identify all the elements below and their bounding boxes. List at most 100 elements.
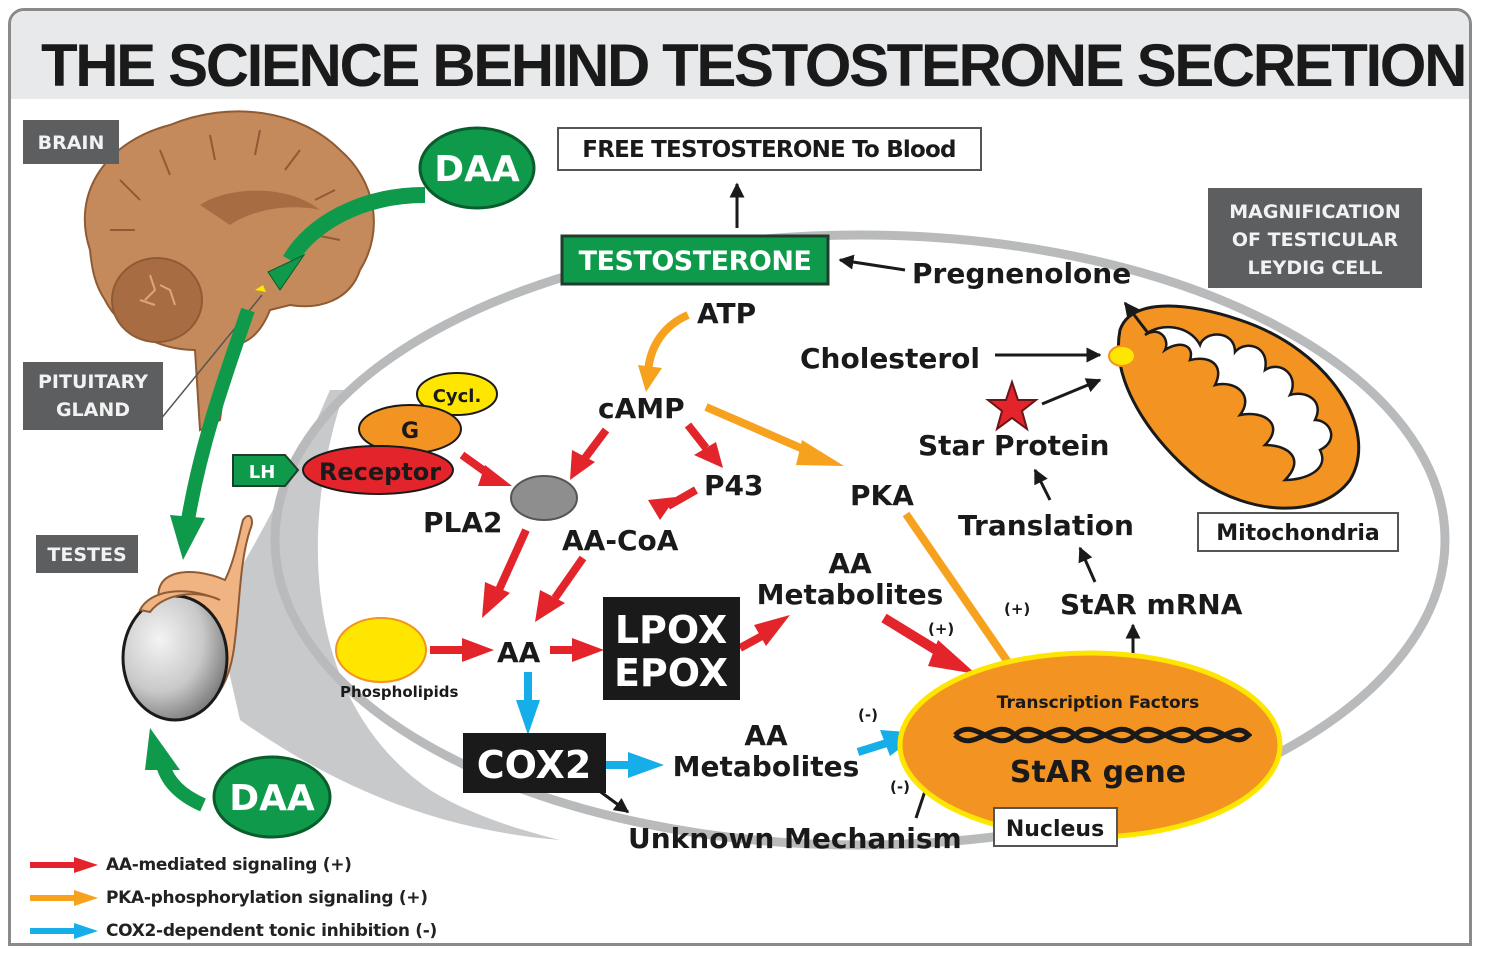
- svg-text:LPOX: LPOX: [615, 608, 727, 652]
- unknown-sign: (-): [890, 778, 910, 796]
- leydig-cell-membrane: [270, 230, 1450, 850]
- aa-metabolites-lower: AA Metabolites: [673, 719, 860, 783]
- legend-label: PKA-phosphorylation signaling (+): [106, 887, 428, 908]
- mitochondria-label-box: Mitochondria: [1197, 512, 1399, 552]
- pituitary-gland-tag: PITUITARY GLAND: [23, 362, 163, 430]
- magnification-cone: [215, 390, 560, 840]
- svg-text:COX2: COX2: [477, 743, 592, 787]
- daa-arrowhead-top: [267, 253, 306, 291]
- testes-illustration: [121, 514, 253, 722]
- svg-text:EPOX: EPOX: [614, 651, 728, 695]
- legend-label: COX2-dependent tonic inhibition (-): [106, 920, 437, 941]
- pituitary-to-testes-arrow: [181, 307, 255, 522]
- page-title: THE SCIENCE BEHIND TESTOSTERONE SECRETIO…: [41, 32, 1467, 99]
- pka-label: PKA: [850, 479, 914, 512]
- nucleus: Transcription Factors StAR gene: [897, 650, 1283, 840]
- mrna-to-translation-arrow: [1078, 546, 1097, 583]
- aa-label: AA: [497, 636, 541, 669]
- cholesterol-label: Cholesterol: [800, 342, 980, 375]
- metabolites-sign-plus: (+): [928, 620, 954, 638]
- testes-arrowhead: [170, 515, 205, 560]
- svg-text:MAGNIFICATION: MAGNIFICATION: [1229, 201, 1400, 223]
- phospholipids-node: [335, 617, 427, 683]
- brain-illustration: [83, 110, 375, 432]
- dna-helix-icon: [953, 726, 1253, 744]
- legend-label: AA-mediated signaling (+): [106, 854, 352, 875]
- svg-text:Metabolites: Metabolites: [673, 750, 860, 783]
- legend-item-aa: AA-mediated signaling (+): [30, 848, 437, 881]
- mitochondria-to-pregnenolone-arrow: [1123, 301, 1150, 334]
- svg-text:OF TESTICULAR: OF TESTICULAR: [1232, 229, 1399, 251]
- mitochondrion: [1117, 304, 1361, 510]
- svg-text:Receptor: Receptor: [319, 458, 441, 486]
- daa-badge-top: DAA: [418, 126, 536, 210]
- atp-to-camp-arrow: [644, 311, 690, 373]
- unknown-mechanism-label: Unknown Mechanism: [628, 822, 962, 855]
- legend: AA-mediated signaling (+) PKA-phosphoryl…: [30, 848, 437, 947]
- aa-metabolites-upper: AA Metabolites: [757, 547, 944, 611]
- daa-badge-bottom: DAA: [212, 755, 332, 839]
- translation-to-star-arrow: [1033, 468, 1052, 501]
- pla2-label: PLA2: [423, 506, 503, 539]
- orange-arrow-icon: [30, 889, 98, 906]
- cox2-metabolites-sign: (-): [858, 706, 878, 724]
- title-banner: THE SCIENCE BEHIND TESTOSTERONE SECRETIO…: [11, 11, 1469, 99]
- svg-text:Cycl.: Cycl.: [433, 386, 482, 407]
- camp-label: cAMP: [598, 392, 685, 425]
- cyclase-node: Cycl.: [416, 372, 498, 416]
- blue-arrow-icon: [30, 922, 98, 939]
- testosterone-box: TESTOSTERONE: [560, 234, 830, 286]
- aa-coa-label: AA-CoA: [562, 524, 679, 557]
- translation-label: Translation: [958, 509, 1134, 542]
- cox2-to-unknown-arrow: [597, 788, 630, 814]
- svg-text:Nucleus: Nucleus: [1006, 817, 1104, 842]
- svg-text:Metabolites: Metabolites: [757, 578, 944, 611]
- svg-text:Mitochondria: Mitochondria: [1216, 521, 1380, 546]
- star-protein-label: Star Protein: [918, 429, 1109, 462]
- svg-text:GLAND: GLAND: [56, 399, 130, 421]
- atp-label: ATP: [697, 297, 756, 330]
- receptor-node: Receptor: [302, 445, 454, 495]
- daa-to-pituitary-arrow: [283, 187, 426, 265]
- svg-text:DAA: DAA: [229, 778, 315, 819]
- pregnenolone-label: Pregnenolone: [912, 257, 1131, 290]
- cox2-box: COX2: [463, 733, 606, 793]
- atp-arrowhead: [638, 365, 662, 392]
- svg-text:LEYDIG CELL: LEYDIG CELL: [1247, 257, 1382, 279]
- pla2-enzyme: [510, 475, 578, 521]
- lpox-epox-box: LPOX EPOX: [603, 597, 740, 700]
- legend-item-cox2: COX2-dependent tonic inhibition (-): [30, 914, 437, 947]
- svg-text:LH: LH: [249, 462, 276, 483]
- svg-text:AA: AA: [744, 719, 788, 752]
- magnification-tag: MAGNIFICATION OF TESTICULAR LEYDIG CELL: [1208, 188, 1422, 288]
- brain-tag: BRAIN: [23, 120, 119, 164]
- svg-text:TESTES: TESTES: [47, 544, 126, 566]
- svg-text:FREE TESTOSTERONE To Blood: FREE TESTOSTERONE To Blood: [582, 137, 955, 163]
- testes-tag: TESTES: [36, 535, 138, 573]
- svg-text:AA: AA: [828, 547, 872, 580]
- red-arrow-icon: [30, 856, 98, 873]
- legend-item-pka: PKA-phosphorylation signaling (+): [30, 881, 437, 914]
- lh-tag: LH: [232, 454, 300, 487]
- daa-arrowhead-bottom: [145, 728, 180, 770]
- free-testosterone-box: FREE TESTOSTERONE To Blood: [557, 127, 982, 171]
- svg-text:BRAIN: BRAIN: [38, 132, 105, 154]
- svg-text:PITUITARY: PITUITARY: [38, 371, 148, 393]
- star-to-mitochondria-arrow: [1041, 378, 1102, 406]
- svg-text:Transcription Factors: Transcription Factors: [997, 693, 1199, 713]
- pregnenolone-to-testosterone-arrow: [838, 254, 906, 272]
- svg-text:TESTOSTERONE: TESTOSTERONE: [579, 246, 812, 277]
- p43-label: P43: [704, 469, 764, 502]
- pka-sign: (+): [1004, 600, 1030, 618]
- g-protein-node: G: [358, 404, 462, 454]
- mitochondria-entry-dot: [1108, 345, 1136, 367]
- phospholipids-label: Phospholipids: [340, 683, 459, 701]
- nucleus-label-box: Nucleus: [993, 807, 1118, 847]
- svg-text:StAR gene: StAR gene: [1010, 755, 1186, 790]
- svg-text:G: G: [401, 419, 419, 444]
- svg-text:DAA: DAA: [434, 149, 520, 190]
- star-mrna-label: StAR mRNA: [1060, 588, 1243, 621]
- star-protein-icon: [985, 378, 1039, 432]
- aa-signaling-arrows: [430, 422, 976, 674]
